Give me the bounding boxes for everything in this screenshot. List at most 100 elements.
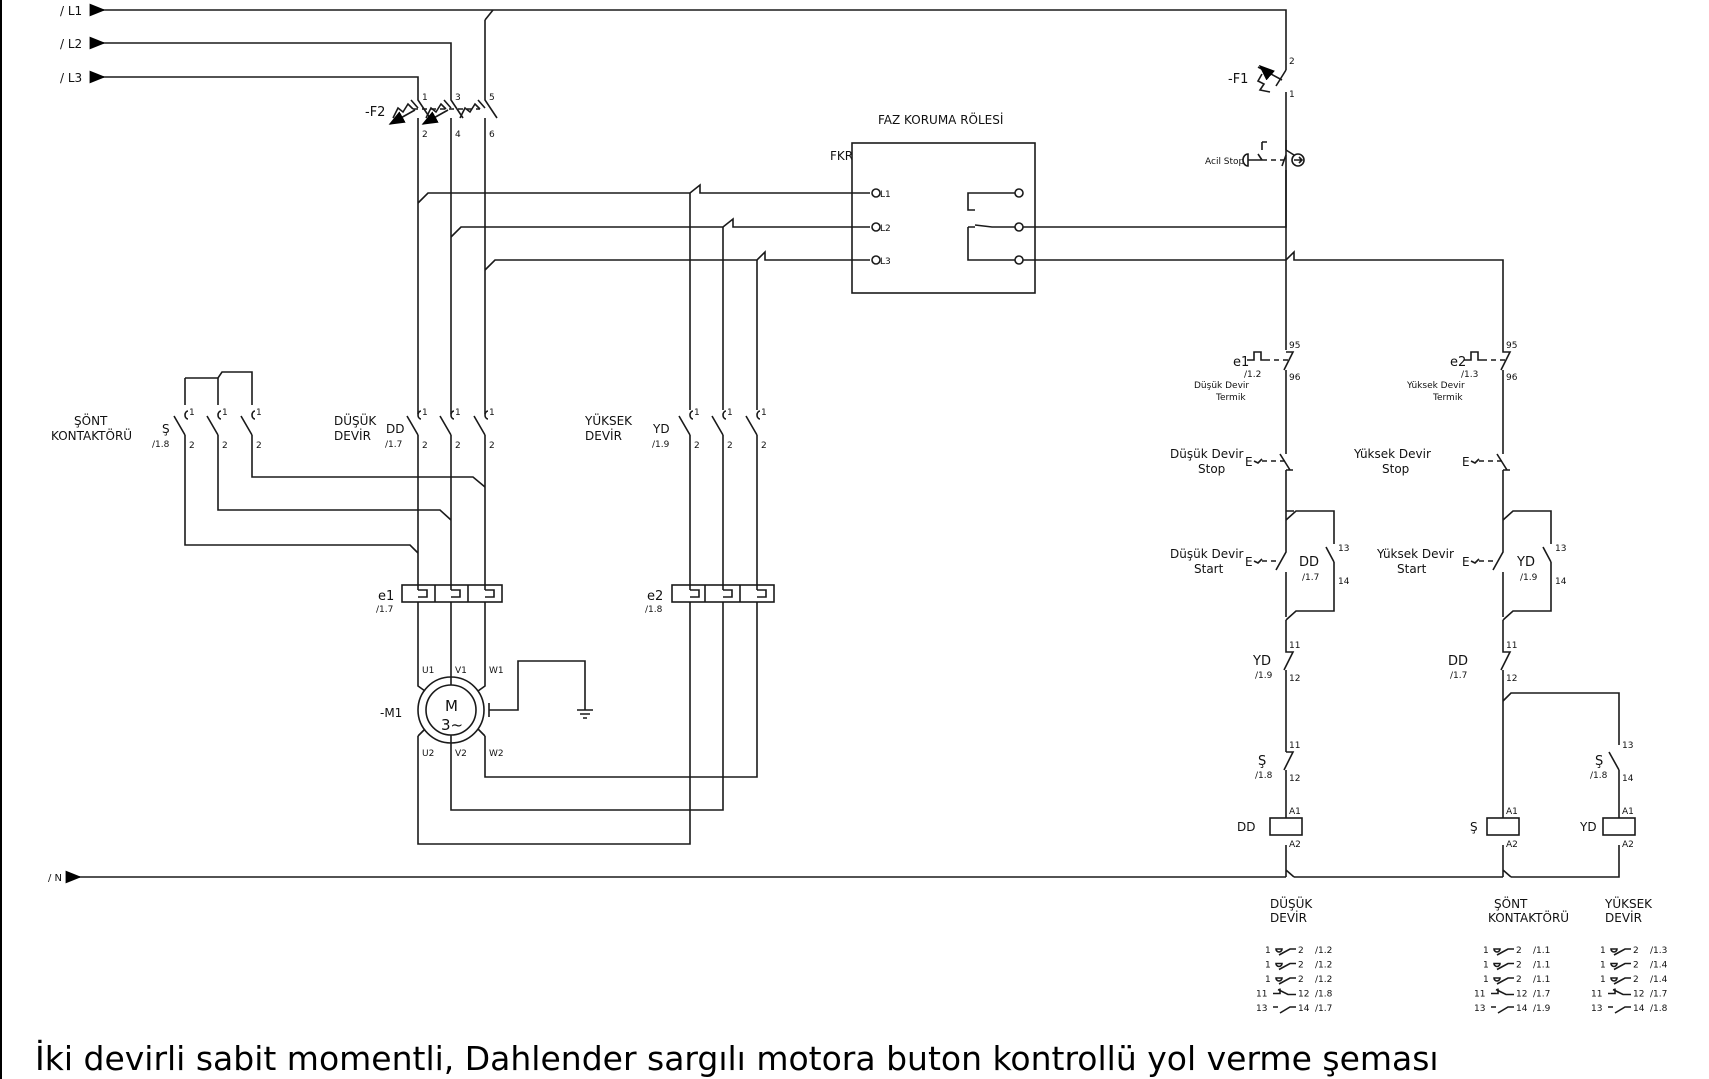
svg-text:11: 11: [1289, 641, 1300, 651]
svg-text:YD: YD: [652, 422, 670, 436]
svg-text:A2: A2: [1289, 840, 1301, 850]
xref-row-ref: /1.2: [1315, 961, 1332, 971]
tap-l3: [484, 250, 870, 271]
svg-text:2: 2: [1289, 57, 1295, 67]
svg-text:1: 1: [489, 408, 495, 418]
svg-text:E: E: [1245, 455, 1253, 469]
xref-row-to: 2: [1516, 946, 1522, 956]
svg-text:1: 1: [256, 408, 262, 418]
supply-l3: / L3: [60, 70, 419, 90]
svg-text:E: E: [1462, 455, 1470, 469]
svg-text:W2: W2: [489, 749, 504, 759]
nc-power-contact-icon: [1493, 977, 1514, 985]
svg-text:4: 4: [455, 130, 461, 140]
svg-text:13: 13: [1338, 544, 1349, 554]
low-speed-start-button[interactable]: Düşük Devir Start E: [1170, 510, 1294, 617]
svg-text:/1.7: /1.7: [385, 440, 402, 450]
nc-power-contact-icon: [1275, 948, 1296, 956]
svg-text:DD: DD: [1448, 654, 1468, 669]
svg-text:DEVİR: DEVİR: [334, 428, 371, 443]
phase-verticals: [417, 128, 486, 410]
svg-text:96: 96: [1289, 373, 1301, 383]
svg-text:A2: A2: [1506, 840, 1518, 850]
svg-text:DD: DD: [386, 422, 404, 436]
svg-text:1: 1: [761, 408, 767, 418]
phase-protection-relay: FAZ KORUMA RÖLESİ FKR L1 L2 L3: [830, 111, 1504, 340]
xref-title: KONTAKTÖRÜ: [1488, 909, 1569, 925]
svg-text:/1.8: /1.8: [152, 440, 170, 450]
yd-verticals: [689, 193, 758, 410]
xref-row-from: 11: [1256, 990, 1267, 1000]
svg-text:2: 2: [222, 441, 228, 451]
f2-label: -F2: [365, 105, 385, 120]
svg-text:YD: YD: [1252, 654, 1271, 669]
svg-text:2: 2: [761, 441, 767, 451]
xref-row-ref: /1.1: [1533, 961, 1550, 971]
diagram-title: İki devirli sabit momentli, Dahlender sa…: [35, 1039, 1439, 1078]
svg-text:YD: YD: [1516, 555, 1535, 570]
xref-row-from: 13: [1591, 1004, 1602, 1014]
svg-text:U2: U2: [422, 749, 434, 759]
svg-text:/1.8: /1.8: [645, 605, 663, 615]
dd-coil: A1 A2 DD: [1237, 807, 1303, 850]
svg-text:YÜKSEK: YÜKSEK: [584, 412, 633, 428]
emergency-stop-button[interactable]: Acil Stop: [1205, 141, 1305, 227]
svg-text:e2: e2: [647, 589, 663, 604]
svg-text:Ş: Ş: [1258, 754, 1266, 769]
xref-row-to: 2: [1298, 975, 1304, 985]
svg-text:/1.3: /1.3: [1461, 370, 1478, 380]
nc-aux-contact-icon: [1608, 988, 1631, 996]
xref-row-ref: /1.8: [1315, 990, 1333, 1000]
svg-text:3~: 3~: [441, 716, 463, 734]
high-speed-stop-button[interactable]: Yüksek Devir Stop E: [1353, 447, 1510, 511]
supply-n: / N: [48, 845, 1620, 884]
xref-row-to: 12: [1298, 990, 1309, 1000]
svg-text:95: 95: [1506, 341, 1517, 351]
svg-text:1: 1: [422, 93, 428, 103]
xref-row-ref: /1.1: [1533, 946, 1550, 956]
xref-row-to: 12: [1516, 990, 1527, 1000]
xref-row-to: 2: [1298, 961, 1304, 971]
svg-text:/1.8: /1.8: [1255, 771, 1273, 781]
supply-n-label: / N: [48, 873, 62, 884]
svg-text:1: 1: [1289, 90, 1295, 100]
xref-row-from: 1: [1483, 961, 1489, 971]
xref-row-to: 14: [1516, 1004, 1528, 1014]
svg-text:e1: e1: [1233, 355, 1249, 370]
sont-coil: A1 A2 Ş: [1470, 807, 1520, 850]
svg-text:A1: A1: [1289, 807, 1301, 817]
svg-text:Ş: Ş: [1470, 820, 1478, 834]
svg-text:6: 6: [489, 130, 495, 140]
svg-text:A1: A1: [1506, 807, 1518, 817]
xref-row-ref: /1.2: [1315, 975, 1332, 985]
xref-row-from: 1: [1600, 946, 1606, 956]
svg-text:5: 5: [489, 93, 495, 103]
svg-text:A1: A1: [1622, 807, 1634, 817]
svg-text:E: E: [1245, 555, 1253, 569]
svg-text:U1: U1: [422, 666, 434, 676]
f1-thermal: -F1 2 1: [1228, 57, 1295, 150]
svg-text:Düşük Devir: Düşük Devir: [1170, 547, 1244, 561]
xref-row-ref: /1.7: [1650, 990, 1667, 1000]
fkr-label: FKR: [830, 149, 853, 163]
control-column-dd: 95 96 e1 /1.2 Düşük Devir Termik Düşük D…: [1170, 227, 1350, 850]
xref-row-to: 12: [1633, 990, 1644, 1000]
supply-l2-label: / L2: [60, 37, 82, 51]
svg-text:2: 2: [422, 441, 428, 451]
sont-contactor-power: ŞÖNT KONTAKTÖRÜ Ş /1.8 1 1 1 2 2 2: [51, 371, 486, 554]
ground-icon: [488, 660, 593, 719]
svg-text:Düşük Devir: Düşük Devir: [1170, 447, 1244, 461]
svg-text:1: 1: [189, 408, 195, 418]
low-speed-stop-button[interactable]: Düşük Devir Stop E: [1170, 447, 1293, 511]
high-speed-start-button[interactable]: Yüksek Devir Start E: [1376, 511, 1504, 617]
svg-text:2: 2: [489, 441, 495, 451]
supply-l3-label: / L3: [60, 71, 82, 85]
svg-text:V2: V2: [455, 749, 467, 759]
svg-text:Termik: Termik: [1215, 393, 1246, 403]
no-aux-contact-icon: [1608, 1006, 1631, 1014]
svg-text:2: 2: [256, 441, 262, 451]
svg-text:Stop: Stop: [1382, 462, 1409, 476]
nc-power-contact-icon: [1610, 962, 1631, 971]
svg-text:2: 2: [455, 441, 461, 451]
